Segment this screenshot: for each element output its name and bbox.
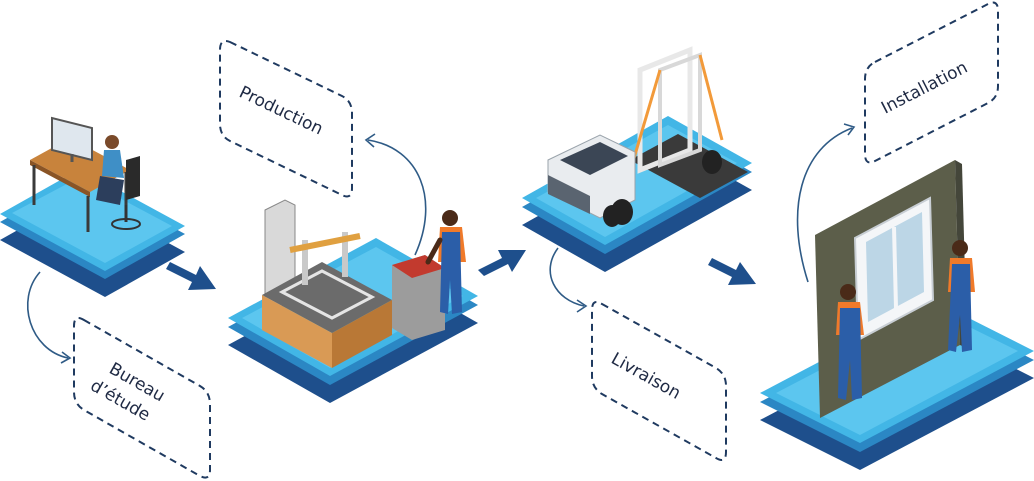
label-box-bureau: Bureau d’étude — [73, 317, 211, 479]
machine-scene — [262, 199, 466, 368]
truck-scene — [547, 46, 748, 227]
connector-livraison — [549, 247, 588, 313]
desk-scene — [30, 116, 141, 232]
flow-arrow-3 — [708, 258, 756, 285]
flow-arrow-1 — [166, 262, 216, 290]
label-box-production: Production — [219, 40, 353, 198]
platform-bureau — [0, 169, 185, 297]
worker-installation-right — [948, 240, 975, 352]
connector-bureau — [26, 271, 72, 364]
connector-installation — [796, 123, 856, 283]
connector-production — [364, 133, 427, 256]
worker-production — [425, 210, 466, 314]
wall-scene — [815, 160, 975, 418]
label-box-installation: Installation — [864, 1, 999, 164]
worker-installation-left — [836, 284, 864, 400]
flow-arrow-2 — [478, 250, 526, 276]
label-box-livraison: Livraison — [591, 301, 727, 461]
